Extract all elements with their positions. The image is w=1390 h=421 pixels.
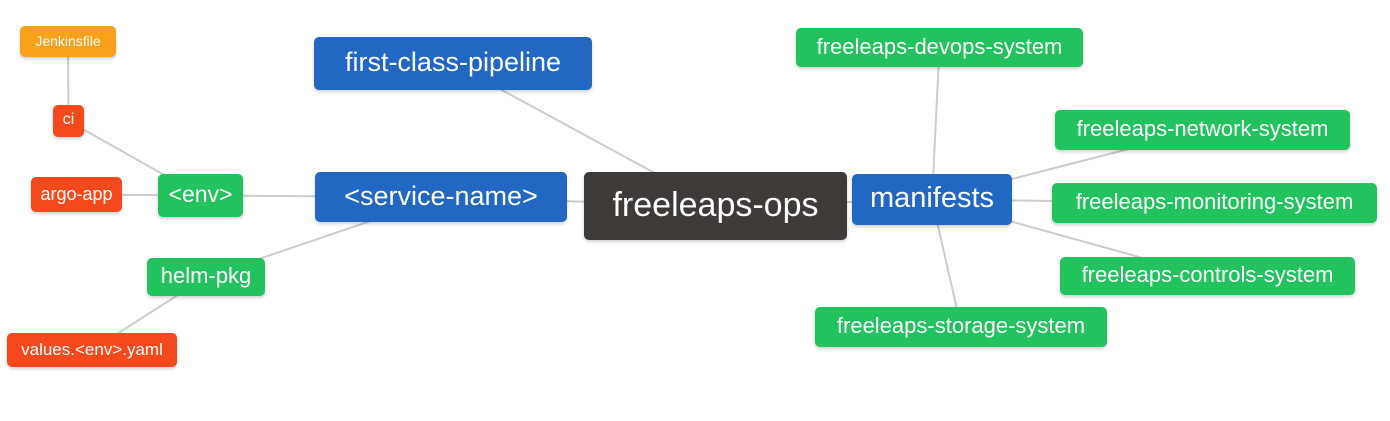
node-label: argo-app [40, 183, 113, 204]
node-label: manifests [869, 182, 995, 214]
node-manifests[interactable]: manifests [852, 174, 1012, 225]
node-values-env-yaml[interactable]: values.<env>.yaml [7, 333, 177, 367]
node-label: freeleaps-controls-system [1081, 262, 1334, 287]
node-label: freeleaps-network-system [1076, 116, 1329, 141]
node-env[interactable]: <env> [158, 174, 243, 217]
node-ci[interactable]: ci [53, 105, 84, 137]
node-argo-app[interactable]: argo-app [31, 177, 122, 212]
node-label: helm-pkg [160, 263, 252, 288]
node-freeleaps-storage-system[interactable]: freeleaps-storage-system [815, 307, 1107, 347]
node-label: values.<env>.yaml [21, 339, 163, 359]
node-freeleaps-network-system[interactable]: freeleaps-network-system [1055, 110, 1350, 150]
node-label: <env> [168, 181, 233, 207]
node-freeleaps-monitoring-system[interactable]: freeleaps-monitoring-system [1052, 183, 1377, 223]
node-label: freeleaps-ops [612, 186, 819, 224]
node-label: Jenkinsfile [35, 32, 101, 49]
node-label: first-class-pipeline [344, 47, 562, 77]
node-first-class-pipeline[interactable]: first-class-pipeline [314, 37, 592, 90]
node-label: freeleaps-storage-system [836, 313, 1086, 338]
node-freeleaps-controls-system[interactable]: freeleaps-controls-system [1060, 257, 1355, 295]
node-label: <service-name> [344, 180, 538, 211]
node-service-name[interactable]: <service-name> [315, 172, 567, 222]
node-freeleaps-devops-system[interactable]: freeleaps-devops-system [796, 28, 1083, 67]
node-label: freeleaps-devops-system [816, 33, 1063, 59]
node-label: freeleaps-monitoring-system [1075, 189, 1354, 214]
node-label: ci [62, 111, 75, 128]
node-freeleaps-ops[interactable]: freeleaps-ops [584, 172, 847, 240]
node-helm-pkg[interactable]: helm-pkg [147, 258, 265, 296]
node-jenkinsfile[interactable]: Jenkinsfile [20, 26, 116, 57]
